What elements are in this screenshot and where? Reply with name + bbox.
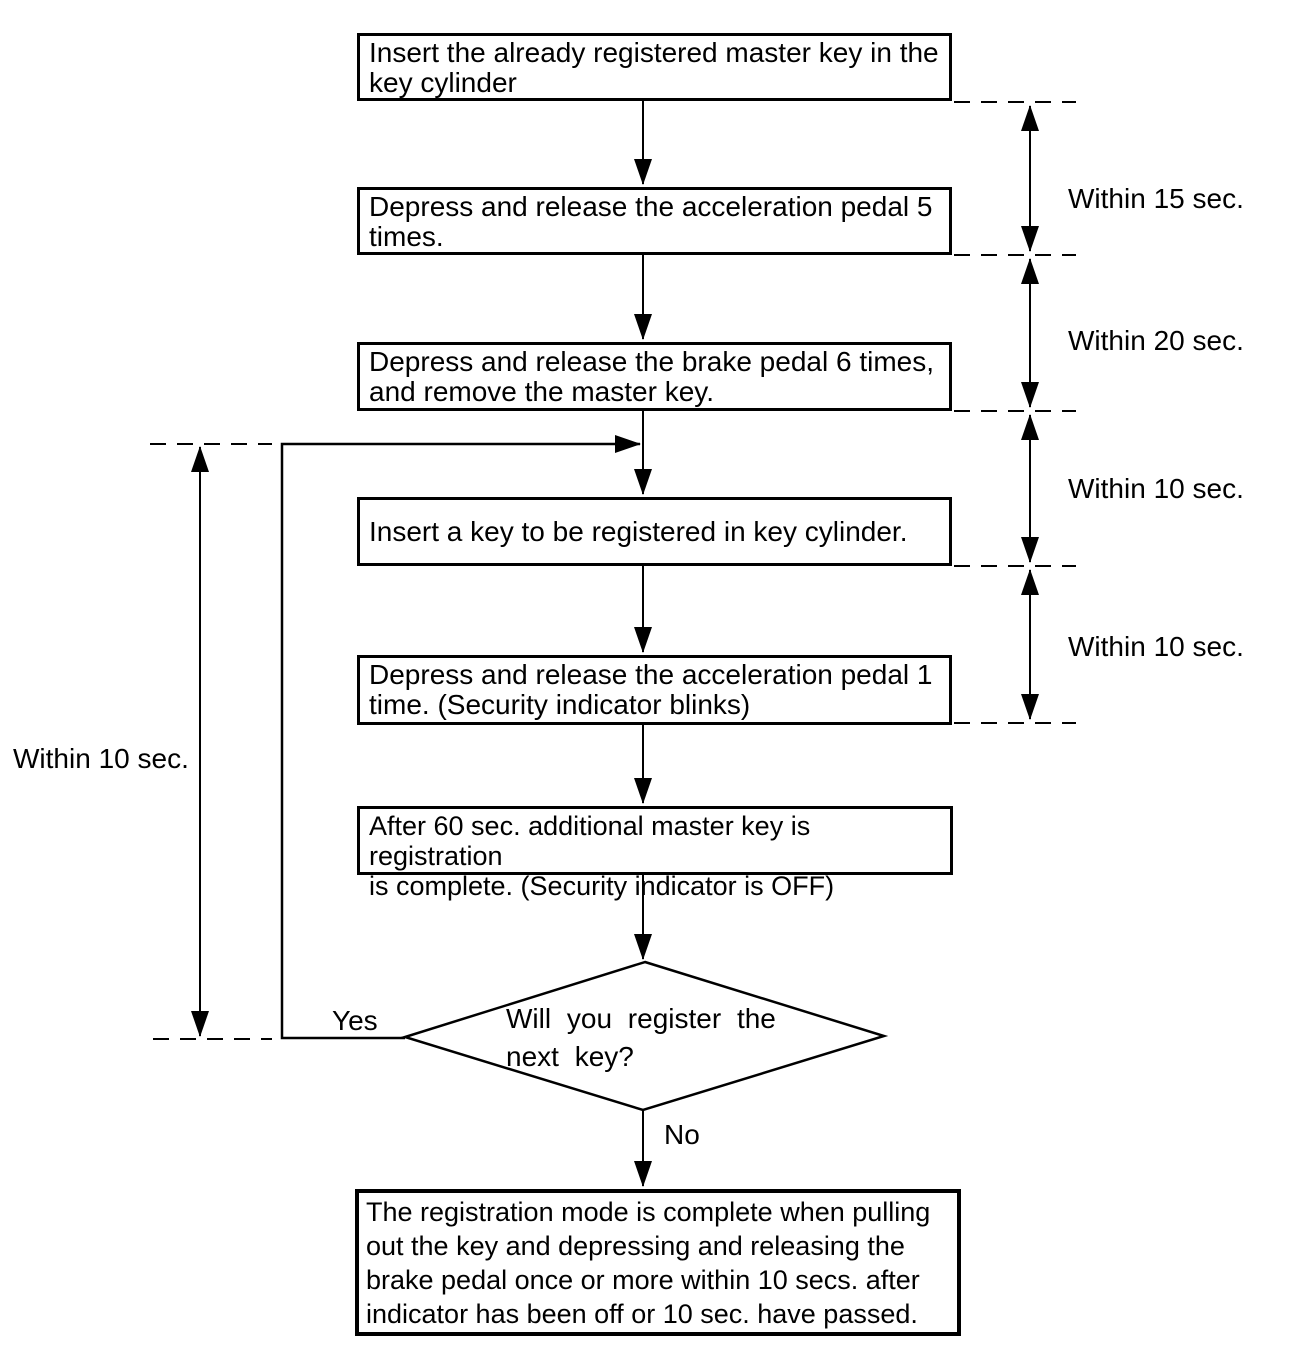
step-box-insert-master-key: Insert the already registered master key… <box>357 33 952 101</box>
decision-diamond <box>400 960 889 1112</box>
loop-yes-path <box>280 435 641 1040</box>
step-box-acceleration-pedal-1-time: Depress and release the acceleration ped… <box>357 655 952 725</box>
timing-label-within-10-sec-loop: Within 10 sec. <box>13 743 189 774</box>
step-box-registration-complete-60sec: After 60 sec. additional master key is r… <box>357 806 953 901</box>
left-dimension <box>150 443 272 1040</box>
result-box-registration-mode-complete: The registration mode is complete when p… <box>355 1189 961 1336</box>
timing-label-within-10-sec-a: Within 10 sec. <box>1068 473 1244 504</box>
step-box-acceleration-pedal-5-times: Depress and release the acceleration ped… <box>357 187 952 255</box>
right-dimensions <box>954 101 1076 724</box>
timing-label-within-10-sec-b: Within 10 sec. <box>1068 631 1244 662</box>
step-box-brake-pedal-6-times: Depress and release the brake pedal 6 ti… <box>357 342 952 411</box>
step-box-insert-key-to-register: Insert a key to be registered in key cyl… <box>357 497 952 566</box>
timing-label-within-20-sec: Within 20 sec. <box>1068 325 1244 356</box>
timing-label-within-15-sec: Within 15 sec. <box>1068 183 1244 214</box>
yes-branch-label: Yes <box>332 1005 378 1036</box>
decision-question: Will you register the next key? <box>506 1003 776 1072</box>
no-branch-label: No <box>664 1119 700 1150</box>
